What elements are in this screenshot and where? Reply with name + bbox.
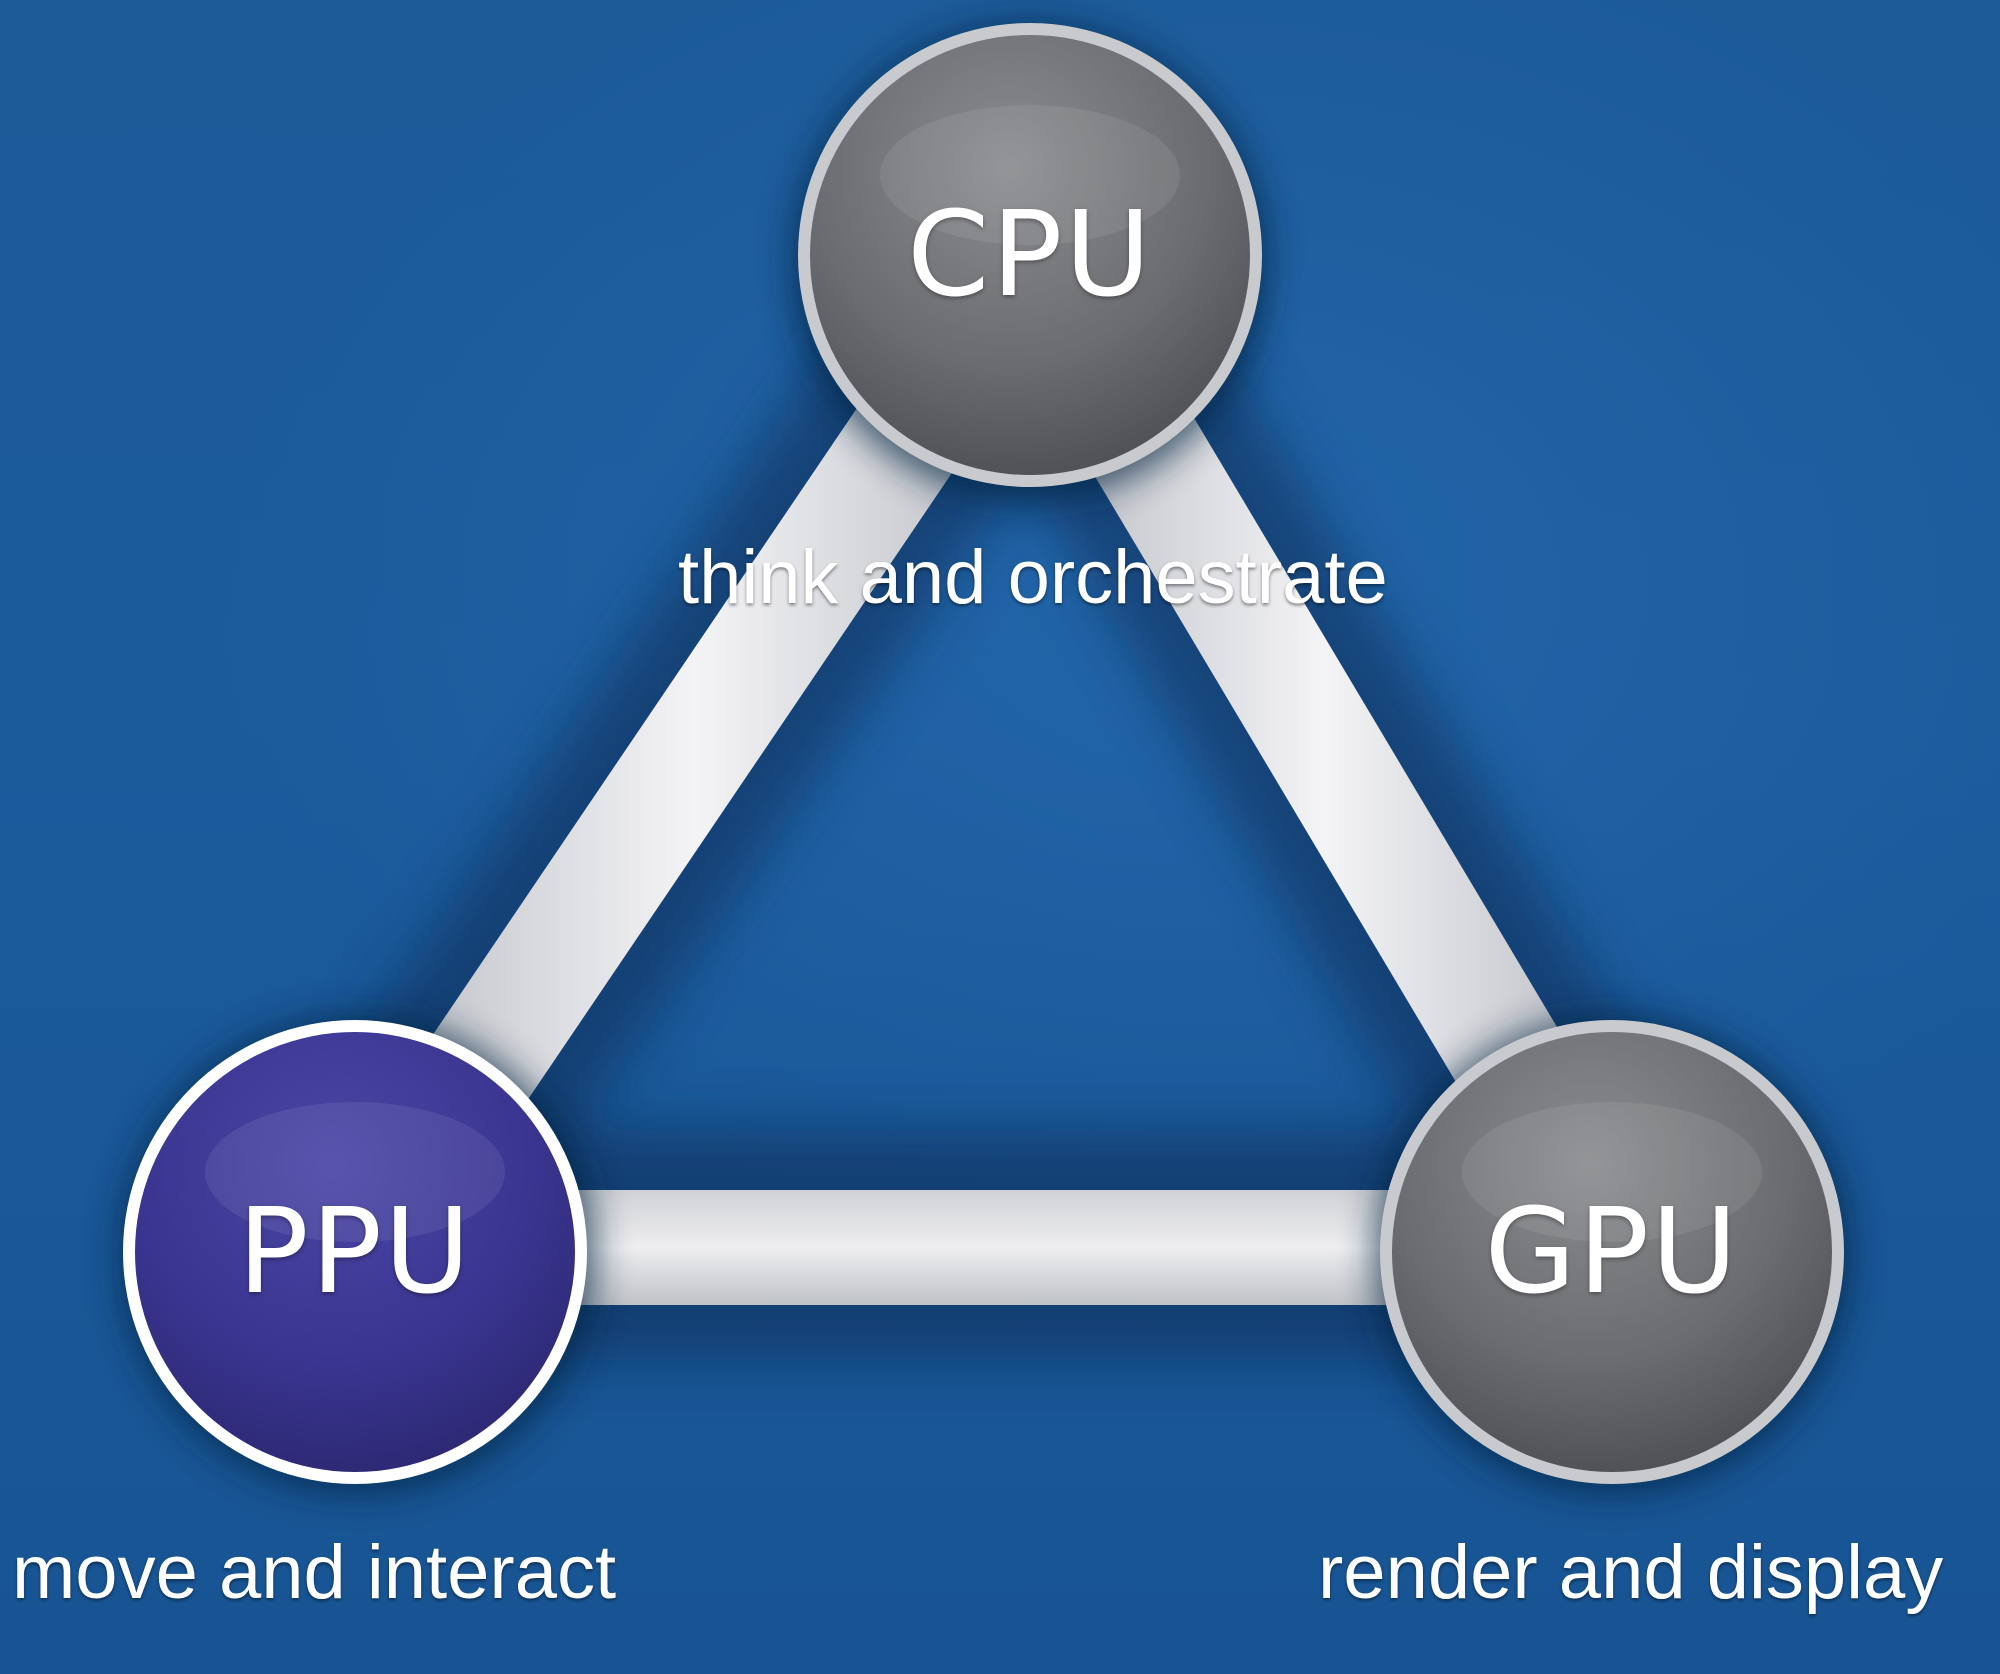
gpu-caption: render and display (1318, 1530, 1944, 1615)
ppu-caption: move and interact (12, 1530, 617, 1615)
ppu-label: PPU (237, 1182, 473, 1320)
gpu-label: GPU (1484, 1182, 1740, 1320)
gpu-node (1380, 1020, 1844, 1484)
ppu-node (123, 1020, 587, 1484)
cpu-label: CPU (907, 185, 1153, 323)
cpu-caption: think and orchestrate (678, 535, 1388, 620)
cpu-node (798, 23, 1262, 487)
